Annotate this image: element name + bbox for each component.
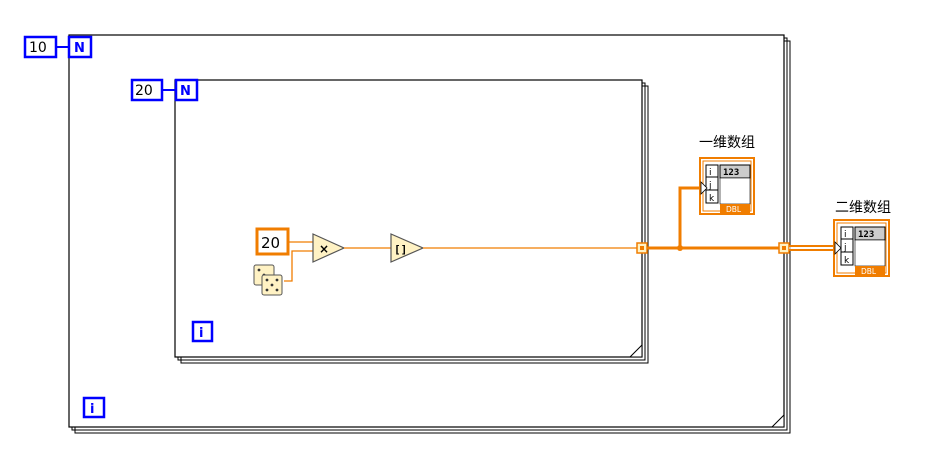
outer-output-tunnel[interactable] bbox=[778, 242, 790, 254]
svg-text:k: k bbox=[844, 256, 850, 266]
inner-count-constant[interactable]: 20 bbox=[130, 78, 164, 102]
svg-text:i: i bbox=[709, 168, 712, 178]
svg-text:20: 20 bbox=[261, 234, 280, 252]
svg-text:j: j bbox=[843, 243, 847, 253]
multiplier-constant[interactable]: 20 bbox=[255, 227, 290, 256]
outer-count-constant[interactable]: 10 bbox=[23, 35, 58, 59]
indicator-1d-input-arrow bbox=[700, 181, 708, 195]
svg-text:DBL: DBL bbox=[726, 205, 742, 214]
inner-loop-corner bbox=[628, 343, 643, 358]
svg-text:123: 123 bbox=[723, 168, 739, 178]
inner-count-value: 20 bbox=[135, 83, 153, 99]
outer-count-value: 10 bbox=[29, 40, 47, 56]
svg-text:i: i bbox=[90, 402, 94, 417]
outer-i-terminal: i bbox=[82, 396, 106, 419]
random-number-dice-icon[interactable] bbox=[253, 264, 283, 296]
svg-text:i: i bbox=[199, 326, 203, 341]
svg-text:123: 123 bbox=[858, 230, 874, 240]
round-to-nearest-node[interactable]: [] bbox=[390, 233, 425, 263]
svg-text:N: N bbox=[180, 84, 191, 99]
indicator-2d-label: 二维数组 bbox=[835, 200, 891, 216]
outer-loop-corner bbox=[770, 413, 785, 428]
inner-for-loop[interactable] bbox=[174, 79, 649, 364]
multiply-symbol: × bbox=[319, 242, 329, 256]
inner-i-terminal: i bbox=[191, 320, 214, 343]
inner-n-terminal: N bbox=[174, 78, 199, 102]
outer-n-terminal: N bbox=[67, 35, 93, 59]
wire-to-1d-indicator bbox=[678, 186, 701, 248]
indicator-2d-input-arrow bbox=[834, 241, 842, 255]
svg-text:N: N bbox=[74, 41, 85, 56]
round-symbol: [] bbox=[394, 243, 407, 256]
indicator-1d-label: 一维数组 bbox=[699, 135, 755, 151]
svg-text:j: j bbox=[708, 181, 712, 191]
wire-random-to-multiply bbox=[284, 250, 313, 282]
svg-text:i: i bbox=[844, 230, 847, 240]
indicator-1d-array[interactable]: i j k 123 DBL bbox=[699, 157, 755, 215]
indicator-2d-array[interactable]: i j k 123 DBL bbox=[833, 219, 890, 277]
svg-text:k: k bbox=[709, 194, 715, 204]
svg-text:DBL: DBL bbox=[861, 267, 877, 276]
inner-output-tunnel[interactable] bbox=[636, 242, 648, 254]
multiply-node[interactable]: × bbox=[312, 233, 346, 263]
